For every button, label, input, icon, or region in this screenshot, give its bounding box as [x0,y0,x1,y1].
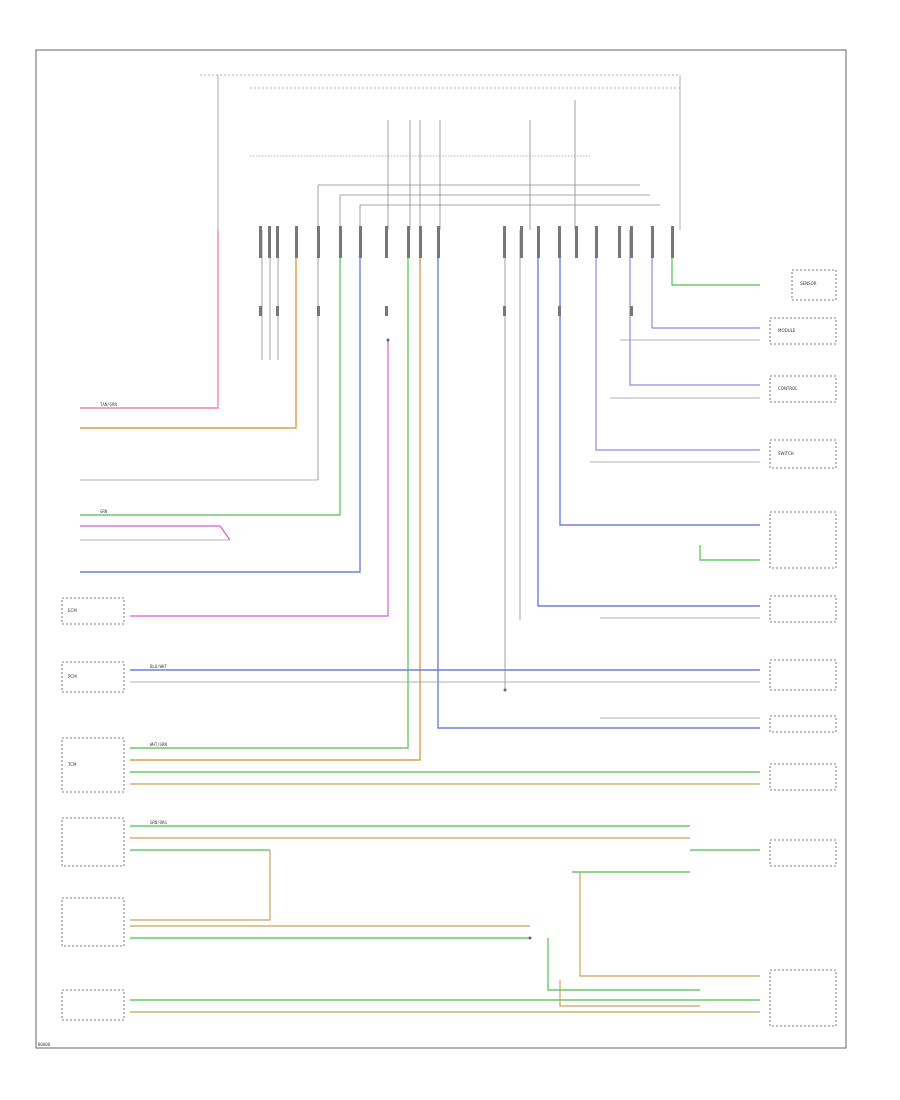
label-l2: PCM [68,674,77,679]
orange-wire [80,230,421,761]
green-wires [80,230,760,1001]
right-box-10 [769,839,837,867]
control-box [769,375,837,403]
label-r2: MODULE [778,328,796,333]
diagram-frame [35,49,847,1049]
right-box-5 [769,511,837,569]
blue-wires [80,230,760,729]
gray-wires [80,339,760,719]
right-box-9 [769,763,837,791]
violet-wires [595,230,760,451]
pcm-box [61,661,125,693]
right-box-11 [769,969,837,1027]
right-box-7 [769,659,837,691]
top-bus [200,74,681,230]
label-l1: ECM [68,608,77,613]
left-components [61,597,125,1021]
wire-code-b: GRN [100,509,108,514]
label-r3: CONTROL [778,386,798,391]
shift-box [61,817,125,867]
wire-code-a: TAN/GRN [100,402,117,407]
pink-wire [80,230,219,409]
label-r4: SWITCH [778,451,794,456]
tan-wires [130,783,760,1013]
wire-code-layer: TAN/GRN GRN WHT/GRN BLU/WHT GRN/ORG [100,402,167,825]
sensor-box [791,269,837,301]
footer-code: B0000 [38,1042,51,1047]
splices [386,338,532,940]
connector-stubs [259,226,674,316]
tcm-box [61,737,125,793]
right-box-6 [769,595,837,623]
trans-box [61,897,125,947]
label-l3: TCM [67,762,77,767]
component-label-layer: SENSOR MODULE CONTROL SWITCH ECM PCM TCM [67,281,817,767]
lower-left-box [61,989,125,1021]
right-components [769,269,837,1027]
switch-box [769,439,837,469]
module-box [769,317,837,345]
wire-code-e: GRN/ORG [150,820,167,825]
right-box-8 [769,715,837,733]
label-r1: SENSOR [800,281,817,286]
magenta-wires [80,340,389,617]
wire-code-d: BLU/WHT [150,664,167,669]
wire-code-c: WHT/GRN [150,742,167,747]
